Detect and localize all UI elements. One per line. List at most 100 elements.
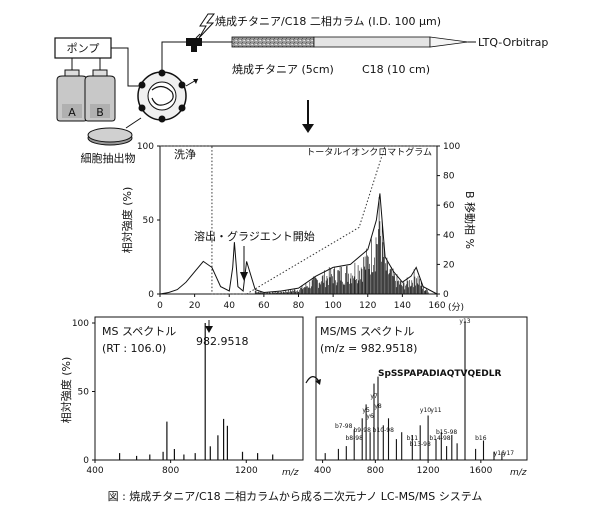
tic-trace: [159, 193, 438, 295]
lc-system: ポンプ A B 細胞抽出物: [54, 13, 548, 165]
msms-ion-label: b15-98: [436, 429, 457, 436]
tic-frame: [159, 145, 438, 295]
msms-ion-label: b16: [475, 435, 487, 442]
tic-xtick-label: 0: [157, 301, 163, 311]
ms-xtick-label: 400: [86, 466, 103, 476]
msms-ion-label: b10-98: [373, 427, 394, 434]
msms-ion-label: y8: [374, 403, 382, 410]
msms-ion-label: y7: [370, 393, 378, 400]
tic-xtick-label: 40: [224, 301, 236, 311]
pump-label: ポンプ: [67, 42, 100, 55]
column-title: 焼成チタニア/C18 二相カラム (I.D. 100 μm): [215, 15, 441, 28]
high-voltage-icon: [198, 13, 216, 39]
ms-peak-label: 982.9518: [196, 335, 249, 348]
msms-xunit: m/z: [510, 468, 527, 478]
c18-segment: [313, 36, 431, 48]
msms-ion-label: y6: [366, 413, 374, 420]
tic-title: トータルイオンクロマトグラム: [306, 146, 432, 158]
msms-xtick-label: 400: [314, 466, 331, 476]
titania-segment: [231, 36, 315, 48]
tic-ytick-right-label: 60: [443, 201, 455, 211]
ms-ytick-label: 0: [83, 456, 89, 466]
msms-ion-label: b13-98: [410, 441, 431, 448]
msms-peaks: [324, 321, 503, 460]
msms-xtick-label: 1600: [469, 466, 492, 476]
valve-waste-arrowhead: [193, 79, 198, 84]
tic-elution-arrowhead: [240, 272, 248, 281]
tic-ytick-right-label: 80: [443, 172, 455, 182]
msms-ion-label: y11: [430, 407, 441, 414]
voltage-wire: [195, 33, 201, 39]
dish-to-valve-arrow: [125, 117, 142, 129]
tic-xtick-label: 80: [293, 301, 305, 311]
tic-xunit: (分): [448, 302, 464, 313]
msms-xtick-label: 1200: [417, 466, 440, 476]
msms-xtick-label: 800: [367, 466, 384, 476]
valve-icon: [137, 69, 187, 123]
msms-ion-label: b7-98: [335, 423, 353, 430]
tic-ylabel-right: B 移動相 %: [463, 191, 477, 249]
tic-mobile-phase-line: [160, 145, 437, 295]
ms-peaks: [118, 323, 274, 460]
tic-ytick-left-label: 100: [137, 142, 154, 152]
ms-frame: [94, 316, 304, 461]
figure-caption: 図 : 焼成チタニア/C18 二相カラムから成る二次元ナノ LC-MS/MS シ…: [108, 489, 483, 503]
msms-axis-ticks: 400 800 1200 1600: [314, 460, 493, 476]
petri-dish-icon: [87, 127, 133, 146]
tic-xtick-label: 120: [359, 301, 376, 311]
extract-label: 細胞抽出物: [81, 151, 136, 165]
bottle-b-label: B: [96, 106, 104, 119]
ms-xunit: m/z: [282, 468, 299, 478]
ms-ylabel: 相対強度 (%): [59, 357, 73, 424]
ms-xtick-label: 1200: [235, 466, 258, 476]
tic-ylabel-left: 相対強度 (%): [120, 187, 134, 254]
bottle-a-label: A: [68, 106, 76, 119]
titania-label: 焼成チタニア (5cm): [232, 63, 334, 76]
pump-to-valve-line: [111, 47, 140, 87]
msms-ion-label: y5: [362, 407, 370, 414]
ms-title: MS スペクトル: [102, 325, 176, 338]
emitter-tip: [429, 36, 469, 48]
tic-ytick-right-label: 20: [443, 260, 455, 270]
tic-ytick-right-label: 40: [443, 231, 455, 241]
tic-xtick-label: 100: [325, 301, 342, 311]
tic-xtick-label: 20: [189, 301, 201, 311]
msms-sequence: SpSSPAPADIAQTVQEDLR: [378, 369, 501, 379]
msms-precursor: (m/z = 982.9518): [320, 342, 417, 355]
ms-peak-arrowhead: [205, 326, 213, 333]
bottle-a-icon: [56, 69, 88, 122]
ms-rt: (RT : 106.0): [102, 342, 166, 355]
msms-ion-label: y17: [503, 450, 514, 457]
msms-title: MS/MS スペクトル: [320, 325, 414, 338]
ms-label: LTQ-Orbitrap: [478, 36, 548, 49]
tic-wash-label: 洗浄: [174, 147, 196, 161]
ms-ytick-label: 50: [78, 388, 90, 398]
tee-connector-icon: [186, 38, 202, 52]
msms-ion-label: y16: [494, 450, 505, 457]
msms-ion-label: b11: [407, 435, 419, 442]
tic-ytick-left-label: 50: [143, 216, 155, 226]
panel-link-arrow: [305, 376, 319, 384]
msms-ion-label: b8-98: [345, 435, 363, 442]
ms-ytick-label: 100: [72, 319, 89, 329]
msms-spectrum: 400 800 1200 1600 MS/MS スペクトル (m/z = 982.95…: [314, 316, 528, 478]
tic-ytick-right-label: 0: [443, 290, 449, 300]
down-arrow-icon: [302, 124, 314, 133]
tic-ytick-left-label: 0: [148, 290, 154, 300]
tic-ytick-right-label: 100: [443, 142, 460, 152]
bottle-b-icon: [84, 69, 116, 122]
msms-ion-label: b9-98: [353, 427, 371, 434]
tic-xtick-label: 160: [428, 301, 445, 311]
tic-elution-label: 溶出・グラジエント開始: [194, 229, 315, 243]
tic-mobile-phase-overlay: [160, 145, 437, 295]
tic-spike-marks: [254, 197, 429, 294]
valve-to-column-line: [161, 41, 188, 72]
msms-ion-label: y10: [420, 407, 431, 414]
